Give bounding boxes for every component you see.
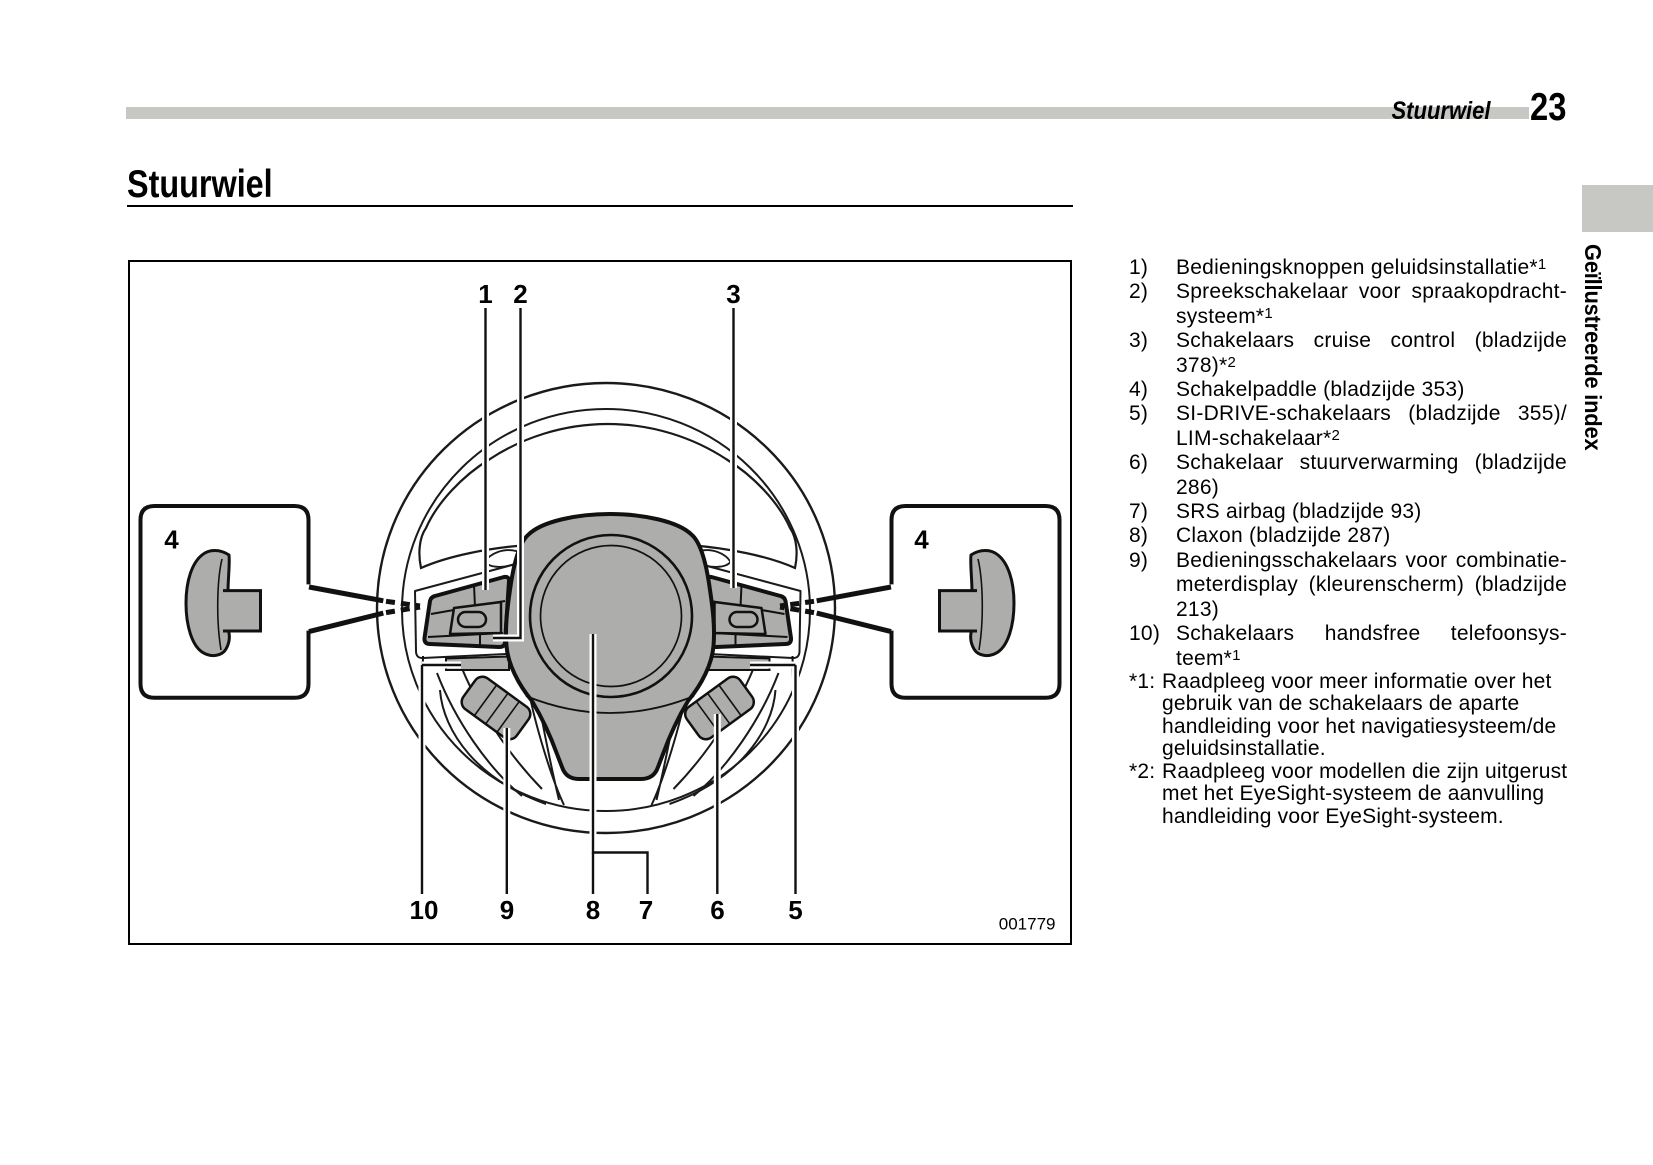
svg-text:3: 3	[726, 279, 740, 309]
svg-text:2: 2	[513, 279, 527, 309]
svg-text:7: 7	[639, 895, 653, 925]
svg-text:4: 4	[164, 525, 179, 555]
svg-text:5: 5	[788, 895, 802, 925]
svg-text:6: 6	[710, 895, 724, 925]
svg-text:8: 8	[586, 895, 600, 925]
svg-text:9: 9	[500, 895, 514, 925]
svg-text:1: 1	[478, 279, 492, 309]
svg-text:10: 10	[410, 895, 439, 925]
svg-text:001779: 001779	[999, 914, 1056, 933]
svg-text:4: 4	[914, 525, 929, 555]
